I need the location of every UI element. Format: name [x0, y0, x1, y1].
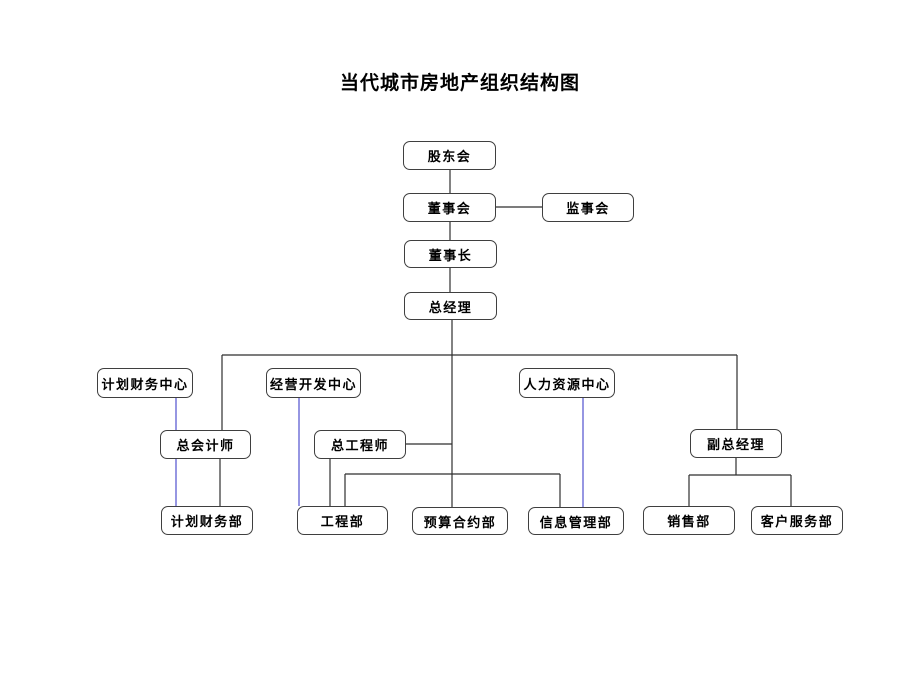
org-node-chief-engineer: 总工程师 [314, 430, 406, 459]
org-node-gm: 总经理 [404, 292, 497, 320]
org-node-budget-dept: 预算合约部 [412, 507, 508, 535]
org-node-finance-dept: 计划财务部 [161, 506, 253, 535]
org-node-sales-dept: 销售部 [643, 506, 735, 535]
org-node-hr-center: 人力资源中心 [519, 368, 615, 398]
org-node-service-dept: 客户服务部 [751, 506, 843, 535]
org-node-board: 董事会 [403, 193, 496, 222]
org-node-supervisory: 监事会 [542, 193, 634, 222]
org-node-info-dept: 信息管理部 [528, 507, 624, 535]
org-node-chairman: 董事长 [404, 240, 497, 268]
org-node-deputy-gm: 副总经理 [690, 429, 782, 458]
org-node-dev-center: 经营开发中心 [266, 368, 361, 398]
org-node-shareholders: 股东会 [403, 141, 496, 170]
org-node-finance-center: 计划财务中心 [97, 368, 193, 398]
org-node-chief-accountant: 总会计师 [160, 430, 251, 459]
org-node-engineering-dept: 工程部 [297, 506, 388, 535]
page-title: 当代城市房地产组织结构图 [339, 73, 580, 94]
